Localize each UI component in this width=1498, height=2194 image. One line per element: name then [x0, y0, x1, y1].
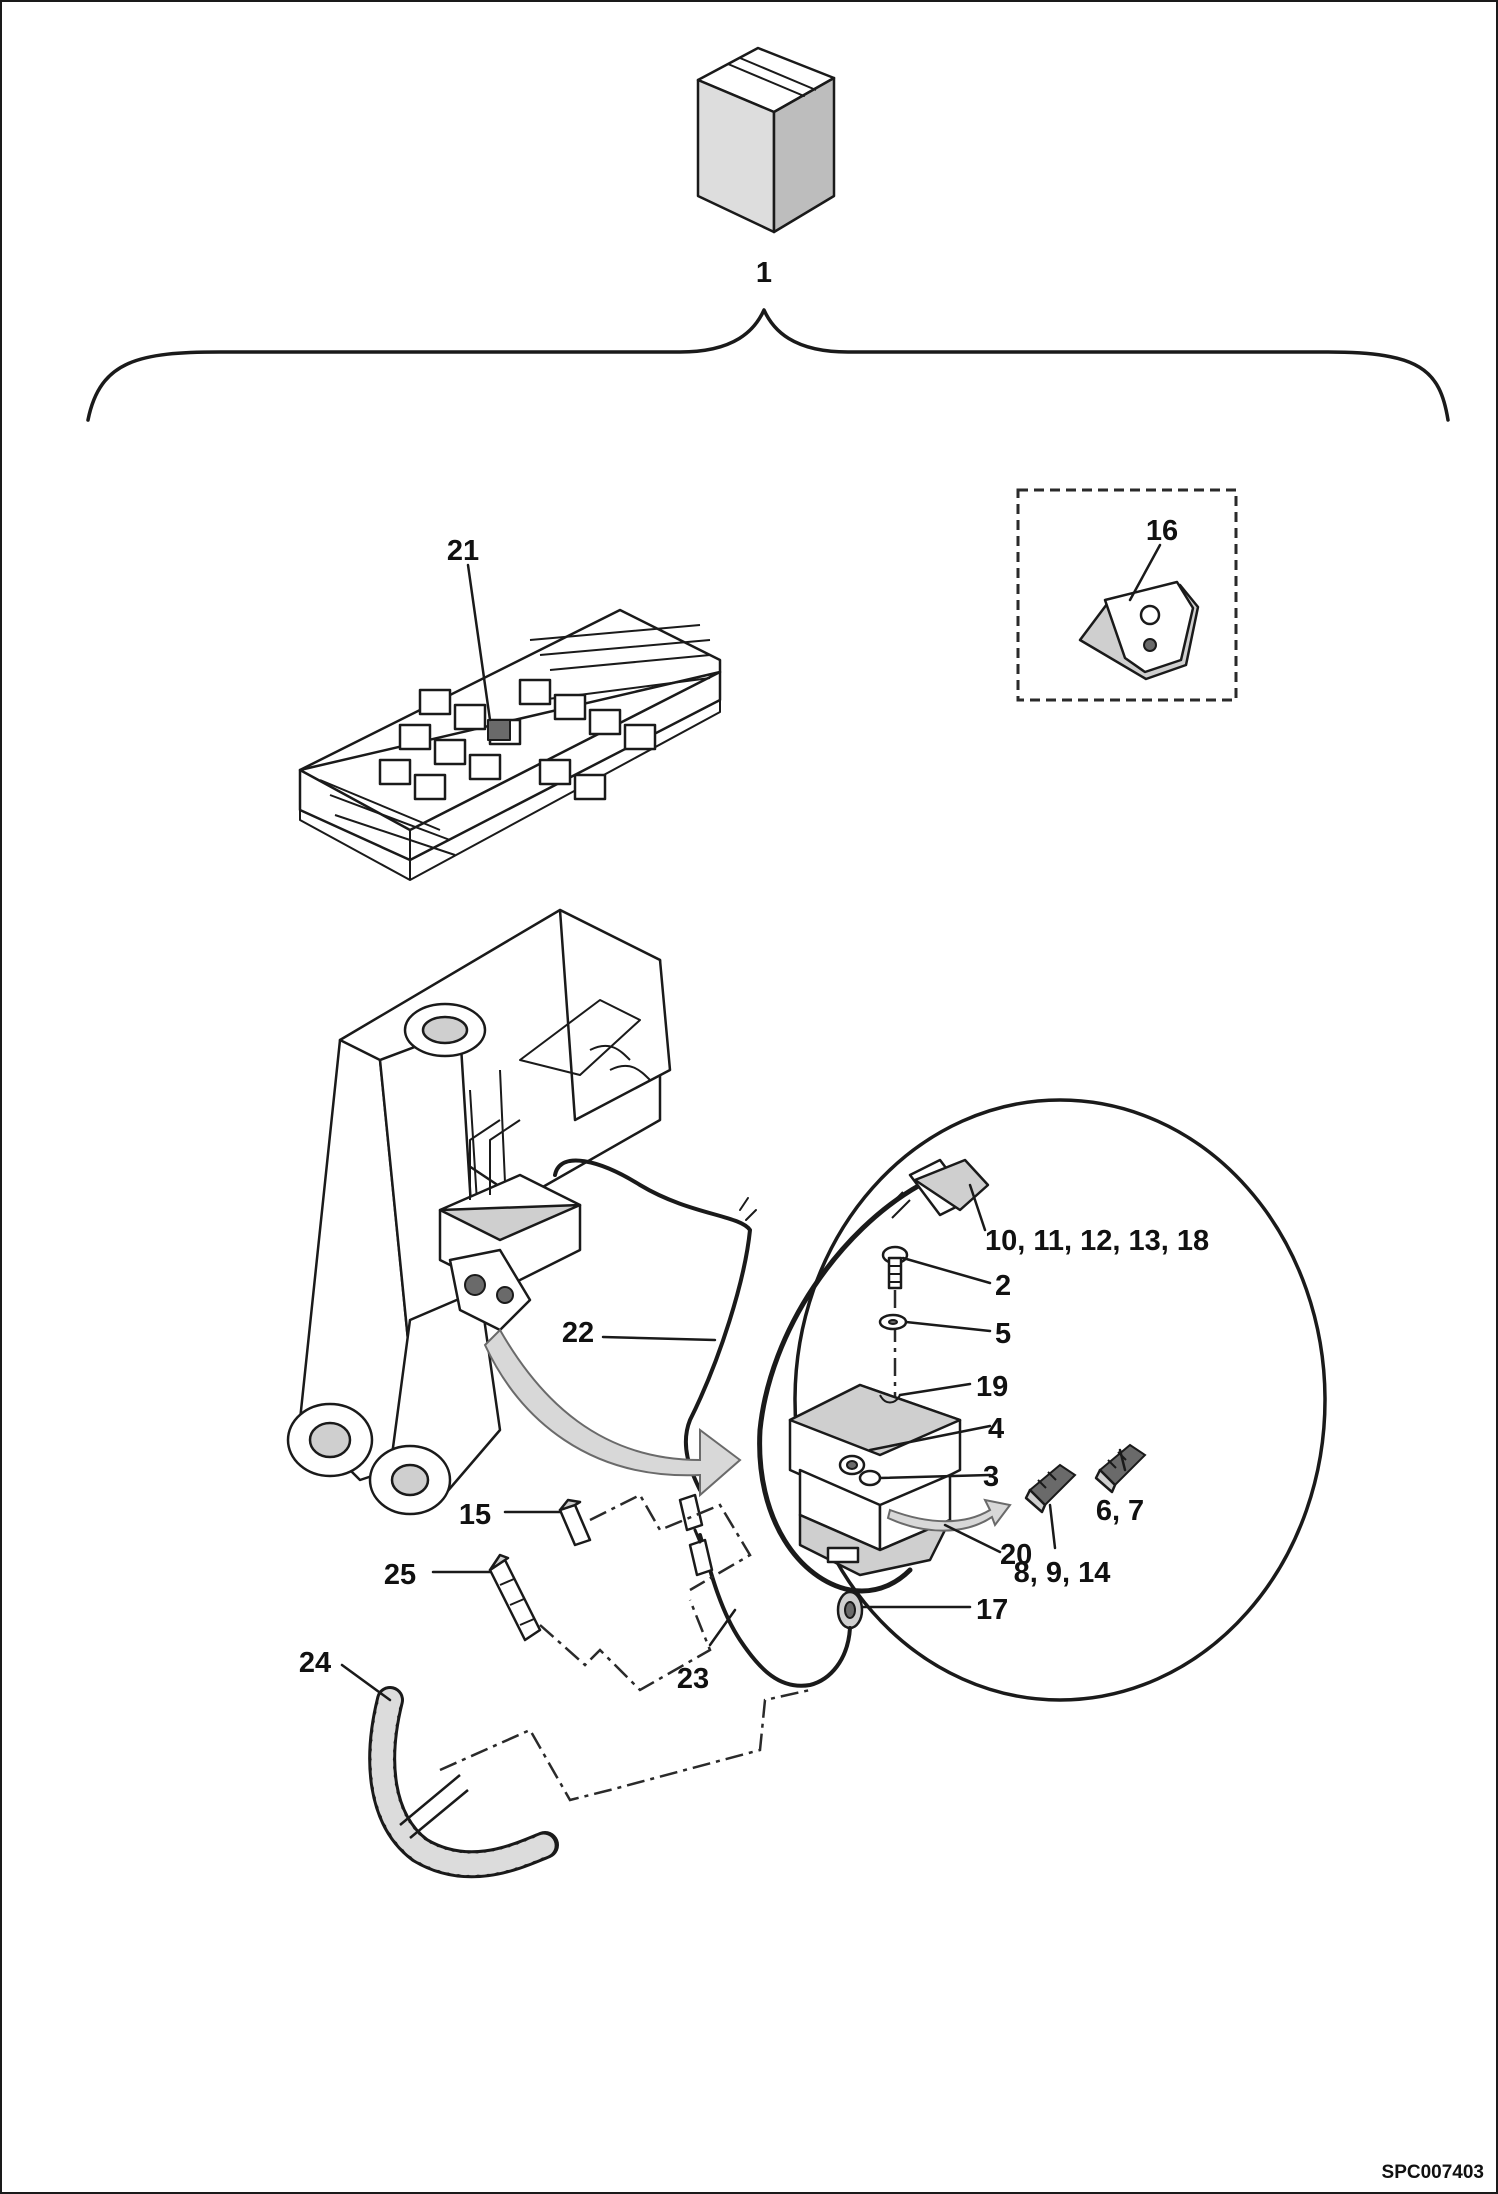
top-connector — [884, 1158, 990, 1219]
boom-arm — [286, 908, 672, 1516]
relay-8-9-14 — [1024, 1463, 1077, 1514]
fuse-relay-box — [298, 608, 722, 881]
optional-part-box — [1016, 488, 1238, 702]
detail-circle — [793, 1098, 1327, 1702]
relay-arrow — [886, 1498, 1012, 1532]
callout-21: 21 — [447, 535, 479, 567]
connector-25 — [488, 1553, 542, 1642]
callout-10-11-12-13-18: 10, 11, 12, 13, 18 — [985, 1225, 1209, 1257]
cable-23 — [698, 1533, 852, 1688]
route-15 — [589, 1493, 752, 1592]
callout-3: 3 — [983, 1461, 999, 1493]
callout-16: 16 — [1146, 515, 1178, 547]
callout-24: 24 — [299, 1647, 331, 1679]
grouping-brace — [86, 308, 1450, 422]
connector-15 — [558, 1498, 592, 1547]
route-24 — [439, 1688, 811, 1802]
detail-arrow — [483, 1328, 742, 1498]
harness-loop-inner — [758, 1184, 921, 1591]
cable-22 — [553, 1158, 752, 1492]
callout-15: 15 — [459, 1499, 491, 1531]
callout-8-9-14: 8, 9, 14 — [1014, 1557, 1111, 1589]
callout-23: 23 — [677, 1663, 709, 1695]
callout-22: 22 — [562, 1317, 594, 1349]
grommet — [836, 1590, 864, 1630]
callout-2: 2 — [995, 1270, 1011, 1302]
fuse-slots — [319, 624, 711, 856]
control-module — [788, 1383, 962, 1577]
callout-25: 25 — [384, 1559, 416, 1591]
cable-break-mark — [739, 1197, 757, 1221]
callout-20: 20 — [1000, 1539, 1032, 1571]
route-25 — [539, 1599, 712, 1692]
callout-1: 1 — [756, 257, 772, 289]
leader-lines — [340, 543, 1162, 1702]
valve-block — [438, 1119, 582, 1332]
callout-17: 17 — [976, 1594, 1008, 1626]
callout-6-7: 6, 7 — [1096, 1495, 1144, 1527]
bolt — [881, 1245, 909, 1290]
callout-5: 5 — [995, 1318, 1011, 1350]
callout-19: 19 — [976, 1371, 1008, 1403]
switch-connector — [1078, 580, 1200, 681]
drawing-code: SPC007403 — [1382, 2162, 1484, 2183]
harness-connectors — [678, 1493, 714, 1577]
corrugated-tube — [368, 1686, 559, 1879]
callout-4: 4 — [988, 1413, 1004, 1445]
kit-box-icon — [696, 46, 836, 234]
